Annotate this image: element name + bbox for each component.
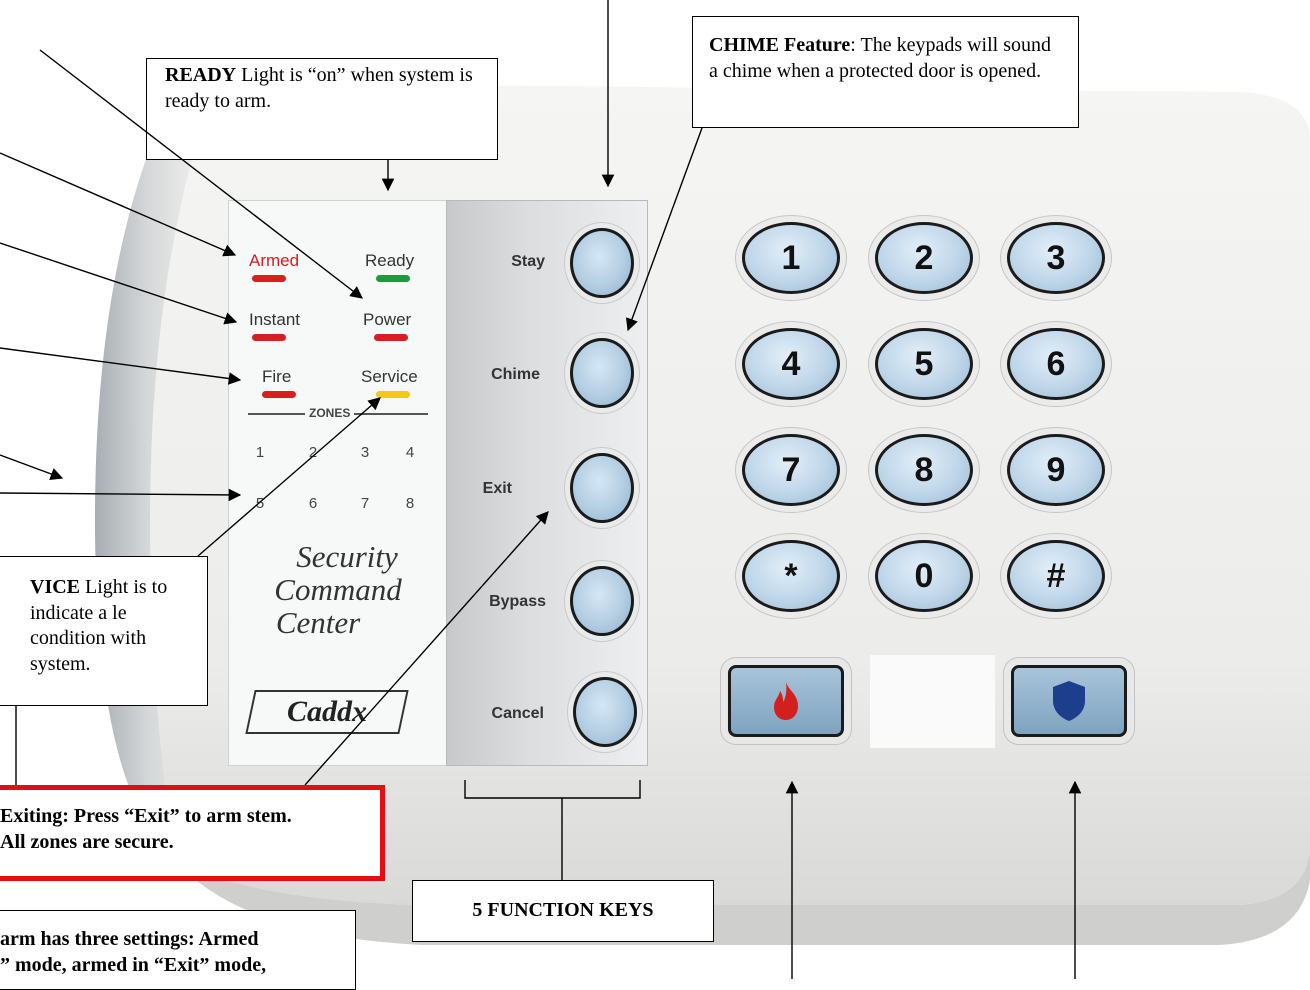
police-shield-icon [1053,681,1085,721]
cancel-button[interactable] [573,677,637,747]
armed-led [252,275,286,282]
fire-led [262,391,296,398]
zone-8: 8 [405,495,415,512]
function-keys-callout: 5 FUNCTION KEYS [412,880,714,942]
key-0[interactable]: 0 [875,540,973,612]
zone-1: 1 [255,444,265,461]
key-2[interactable]: 2 [875,222,973,294]
chime-callout-text: : The keypads will sound a chime when a … [709,34,1052,82]
brand-line-3: Center [275,605,361,640]
key-5[interactable]: 5 [875,328,973,400]
zone-5: 5 [255,495,265,512]
zone-2: 2 [308,444,318,461]
armed-label: Armed [249,251,300,270]
fire-arrow [0,347,242,385]
armed-arrow [0,152,237,257]
function-keys-bracket [464,780,641,880]
zone-7: 7 [360,495,370,512]
zone-3: 3 [360,444,370,461]
service-arrow [197,397,381,557]
tamper-arrow [0,454,64,480]
status-light-panel [228,200,448,766]
fire-label: Fire [262,367,292,386]
stay-label: Stay [511,253,545,270]
exit-callout-text: Exiting: Press “Exit” to arm stem. All z… [0,805,292,853]
stay-button[interactable] [570,228,634,298]
police-emergency-button[interactable] [1011,665,1127,737]
exit-button[interactable] [570,453,634,523]
bypass-button[interactable] [570,566,634,636]
ready-callout: READY Light is “on” when system is ready… [146,58,498,160]
bypass-label: Bypass [489,593,546,610]
key-3[interactable]: 3 [1007,222,1105,294]
service-callout-title: VICE [30,576,81,598]
key-1[interactable]: 1 [742,222,840,294]
fire-icon [774,682,798,720]
key-6[interactable]: 6 [1007,328,1105,400]
chime-callout-title: CHIME Feature [709,34,851,56]
instant-label: Instant [249,310,301,329]
ready-callout-text: Light is “on” when system is ready to ar… [165,64,473,112]
service-callout: VICE Light is to indicate a le condition… [0,556,208,706]
key-4[interactable]: 4 [742,328,840,400]
cancel-label: Cancel [491,705,544,722]
ready-led [376,275,410,282]
exit-label: Exit [482,480,512,497]
ready-label: Ready [365,251,415,270]
power-arrow [39,49,363,299]
power-label: Power [363,310,412,329]
brand-line-2: Command [274,572,402,607]
chime-button[interactable] [570,338,634,408]
chime-label: Chime [491,366,540,383]
instant-led [252,334,286,341]
zone-6: 6 [308,495,318,512]
key-7[interactable]: 7 [742,434,840,506]
arm-settings-callout: arm has three settings: Armed ” mode, ar… [0,910,356,990]
chime-callout: CHIME Feature: The keypads will sound a … [692,16,1079,128]
zones-label: ZONES [305,406,355,420]
exit-arrow [304,511,549,786]
key-9[interactable]: 9 [1007,434,1105,506]
chime-arrow [625,127,703,332]
brand-line-1: Security [296,539,398,574]
key-star[interactable]: * [742,540,840,612]
service-label: Service [361,367,418,386]
service-led [376,391,410,398]
zone-4: 4 [405,444,415,461]
arm-settings-line-2: ” mode, armed in “Exit” mode, [0,953,267,976]
zones-arrow [0,488,242,502]
key-hash[interactable]: # [1007,540,1105,612]
function-keys-callout-text: 5 FUNCTION KEYS [472,899,654,922]
exit-callout: Exiting: Press “Exit” to arm stem. All z… [0,785,385,881]
arm-settings-line-1: arm has three settings: Armed [0,928,259,950]
instant-arrow [0,242,238,325]
key-8[interactable]: 8 [875,434,973,506]
service-callout-text: Light is to indicate a le condition with… [30,576,168,675]
fire-emergency-button[interactable] [728,665,844,737]
ready-callout-title: READY [165,64,237,86]
power-led [374,334,408,341]
emergency-key-gap [870,655,995,748]
brand-script: Security Command Center [248,540,428,639]
